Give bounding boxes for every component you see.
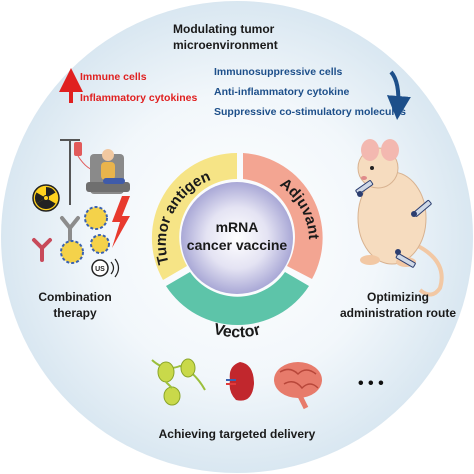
- patient-icon: [102, 149, 114, 161]
- down-item-suppressive-costimulatory: Suppressive co-stimulatory molecules: [214, 106, 406, 118]
- svg-text:Vector: Vector: [212, 321, 262, 341]
- center-core: [181, 182, 293, 294]
- ring-segment-tumor-antigen: [151, 152, 237, 280]
- center-ring: Tumor antigen Adjuvant Vector mRNA cance…: [151, 152, 323, 341]
- ultrasound-label: US: [95, 266, 105, 273]
- down-arrow-icon: [386, 70, 411, 120]
- up-item-immune-cells: Immune cells: [80, 71, 147, 83]
- iv-bag-icon: [74, 142, 82, 156]
- antibody-icon: [32, 216, 80, 262]
- ring-label-vector: Vector: [212, 321, 262, 341]
- down-item-anti-inflammatory-cytokine: Anti-inflammatory cytokine: [214, 86, 350, 98]
- combination-therapy-line1: Combination: [38, 290, 111, 304]
- lightning-icon: [112, 196, 130, 248]
- top-title-line2: microenvironment: [173, 38, 278, 52]
- more-ellipsis: • • •: [358, 375, 384, 392]
- administration-route-illustration: Optimizing administration route: [340, 139, 456, 320]
- ring-segment-adjuvant: [243, 153, 323, 279]
- combination-therapy-illustration: US Combination therapy: [32, 139, 130, 320]
- top-section: Modulating tumor microenvironment Immune…: [59, 22, 411, 120]
- lymph-node-icon: [151, 358, 206, 406]
- targeted-delivery-illustration: • • • Achieving targeted delivery: [151, 358, 384, 441]
- ultrasound-icon: US: [91, 258, 120, 278]
- nanoparticle-icon: [60, 206, 110, 264]
- combination-therapy-line2: therapy: [53, 306, 97, 320]
- up-item-inflammatory-cytokines: Inflammatory cytokines: [80, 92, 197, 104]
- syringe-icon: [355, 180, 432, 268]
- targeted-delivery-label: Achieving targeted delivery: [159, 427, 316, 441]
- radiation-icon: [32, 184, 60, 212]
- ring-segment-vector: [166, 272, 309, 326]
- center-title-line2: cancer vaccine: [187, 237, 288, 253]
- top-title-line1: Modulating tumor: [173, 22, 275, 36]
- administration-route-line2: administration route: [340, 306, 456, 320]
- brain-icon: [274, 362, 322, 410]
- down-item-immunosuppressive-cells: Immunosuppressive cells: [214, 66, 343, 78]
- administration-route-line1: Optimizing: [367, 290, 429, 304]
- center-title-line1: mRNA: [216, 219, 259, 235]
- spleen-icon: [229, 362, 254, 401]
